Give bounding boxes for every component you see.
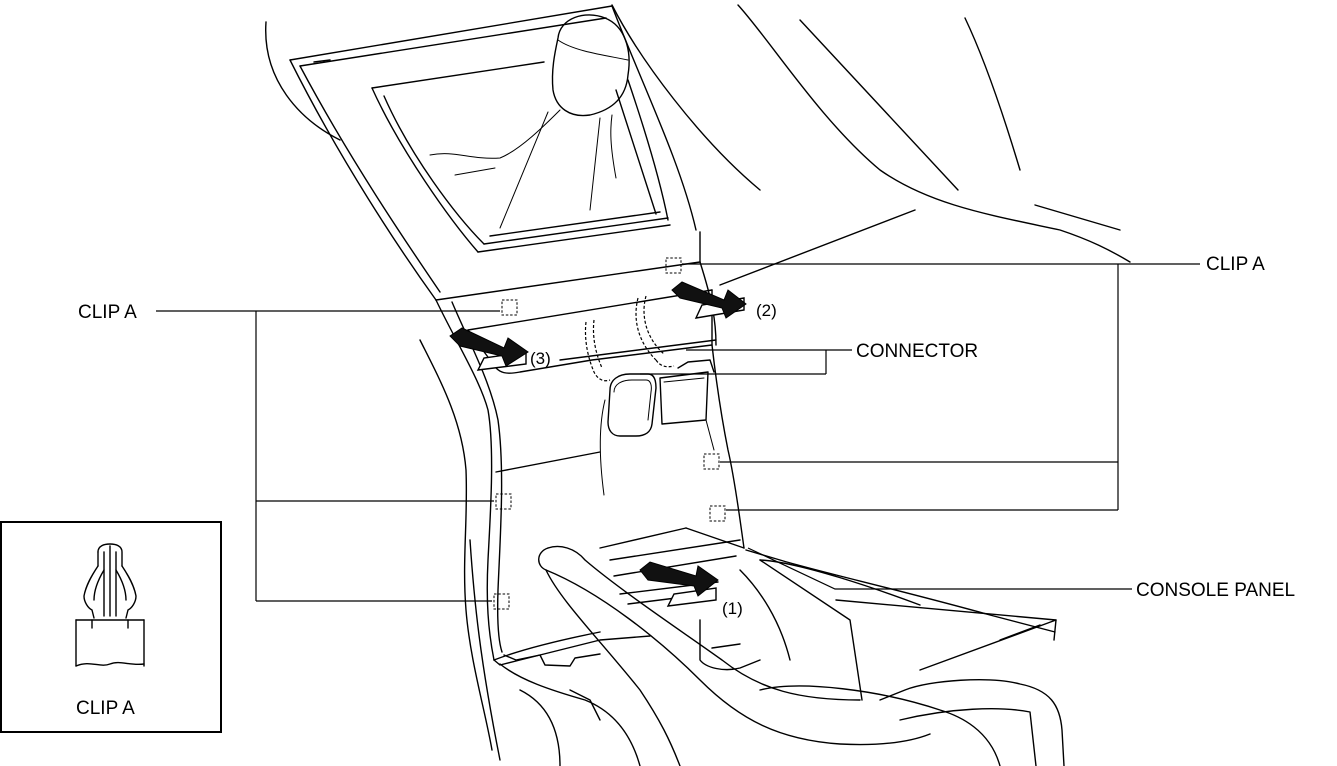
- dashboard-outline: [265, 4, 1131, 633]
- clip-a-detail-icon: [75, 543, 145, 667]
- connector-harness: [584, 295, 675, 382]
- lower-console: [493, 527, 1065, 766]
- label-clip-a-left: CLIP A: [78, 302, 137, 323]
- label-connector: CONNECTOR: [856, 341, 978, 362]
- clip-position-upper-left: [501, 299, 518, 316]
- clip-a-inset: [0, 521, 222, 733]
- clip-position-upper-right: [665, 257, 682, 274]
- step-3-label: (3): [530, 349, 551, 368]
- removal-arrows: [449, 281, 747, 607]
- labels: CLIP A CLIP A CONNECTOR CONSOLE PANEL CL…: [76, 254, 1295, 719]
- leader-lines: [156, 263, 1200, 602]
- clip-position-mid-right: [703, 453, 720, 470]
- label-console-panel: CONSOLE PANEL: [1136, 580, 1295, 601]
- console-panel: [419, 231, 745, 761]
- removal-arrow-1: [639, 561, 719, 607]
- clip-position-mid-left: [495, 493, 512, 510]
- clip-position-lower-left: [493, 593, 510, 610]
- step-1-label: (1): [722, 599, 743, 618]
- clip-position-lower-right: [709, 505, 726, 522]
- clip-positions: [493, 257, 726, 610]
- removal-arrow-2: [671, 281, 747, 319]
- removal-arrow-3: [449, 327, 529, 371]
- label-clip-a-right: CLIP A: [1206, 254, 1265, 275]
- step-2-label: (2): [756, 301, 777, 320]
- upper-console: [289, 5, 697, 301]
- label-inset-clip-a: CLIP A: [76, 698, 135, 719]
- inset-frame: [0, 521, 222, 733]
